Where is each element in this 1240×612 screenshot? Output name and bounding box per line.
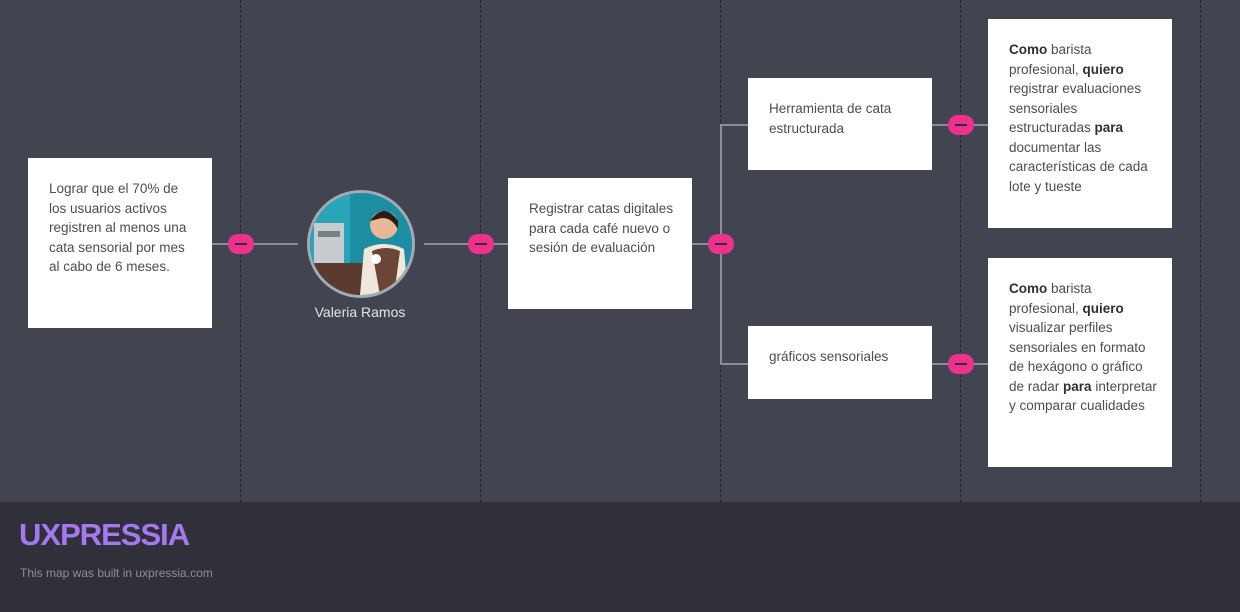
minus-icon[interactable]: [468, 234, 494, 254]
connector-line: [212, 243, 298, 245]
story-text: visualizar perfiles sensoriales en forma…: [1009, 320, 1146, 394]
minus-icon[interactable]: [948, 354, 974, 374]
connector-line: [720, 363, 748, 365]
minus-icon[interactable]: [708, 234, 734, 254]
barista-photo-icon: [310, 193, 412, 295]
connector-line: [424, 243, 508, 245]
feature-card[interactable]: gráficos sensoriales: [748, 326, 932, 399]
story-keyword: para: [1094, 120, 1124, 135]
story-text: barista profesional,: [1009, 281, 1092, 316]
feature-card[interactable]: Herramienta de cata estructurada: [748, 78, 932, 170]
story-text: interpretar y comparar cualidades: [1009, 378, 1157, 414]
built-with-text: This map was built in uxpressia.com: [20, 566, 213, 580]
goal-text: Lograr que el 70% de los usuarios activo…: [49, 181, 187, 274]
footer: [0, 502, 1240, 612]
story-text: barista profesional,: [1009, 42, 1092, 77]
goal-card[interactable]: Lograr que el 70% de los usuarios activo…: [28, 158, 212, 328]
story-keyword: quiero: [1082, 61, 1124, 77]
task-text: Registrar catas digitales para cada café…: [529, 201, 674, 255]
user-story-card[interactable]: Como barista profesional, quiero visuali…: [988, 258, 1172, 467]
story-keyword: quiero: [1082, 300, 1124, 316]
story-keyword: Como: [1009, 281, 1048, 296]
connector-line: [720, 124, 748, 126]
story-keyword: Como: [1009, 42, 1048, 57]
connector-line: [692, 243, 720, 245]
map-canvas: Lograr que el 70% de los usuarios activo…: [28, 0, 1201, 502]
column-divider: [960, 0, 961, 502]
feature-label: Herramienta de cata estructurada: [769, 101, 892, 136]
task-card[interactable]: Registrar catas digitales para cada café…: [508, 178, 692, 309]
column-divider: [1200, 0, 1201, 502]
uxpressia-logo[interactable]: UXPRESSIA: [19, 517, 190, 552]
feature-label: gráficos sensoriales: [769, 349, 889, 364]
persona-avatar[interactable]: [307, 190, 415, 298]
user-story-card[interactable]: Como barista profesional, quiero registr…: [988, 19, 1172, 228]
persona-name: Valeria Ramos: [314, 304, 406, 320]
minus-icon[interactable]: [948, 115, 974, 135]
story-keyword: para: [1063, 378, 1092, 394]
minus-icon[interactable]: [228, 234, 254, 254]
story-text: documentar las características de cada l…: [1009, 139, 1148, 194]
story-text: registrar evaluaciones sensoriales estru…: [1009, 81, 1142, 135]
